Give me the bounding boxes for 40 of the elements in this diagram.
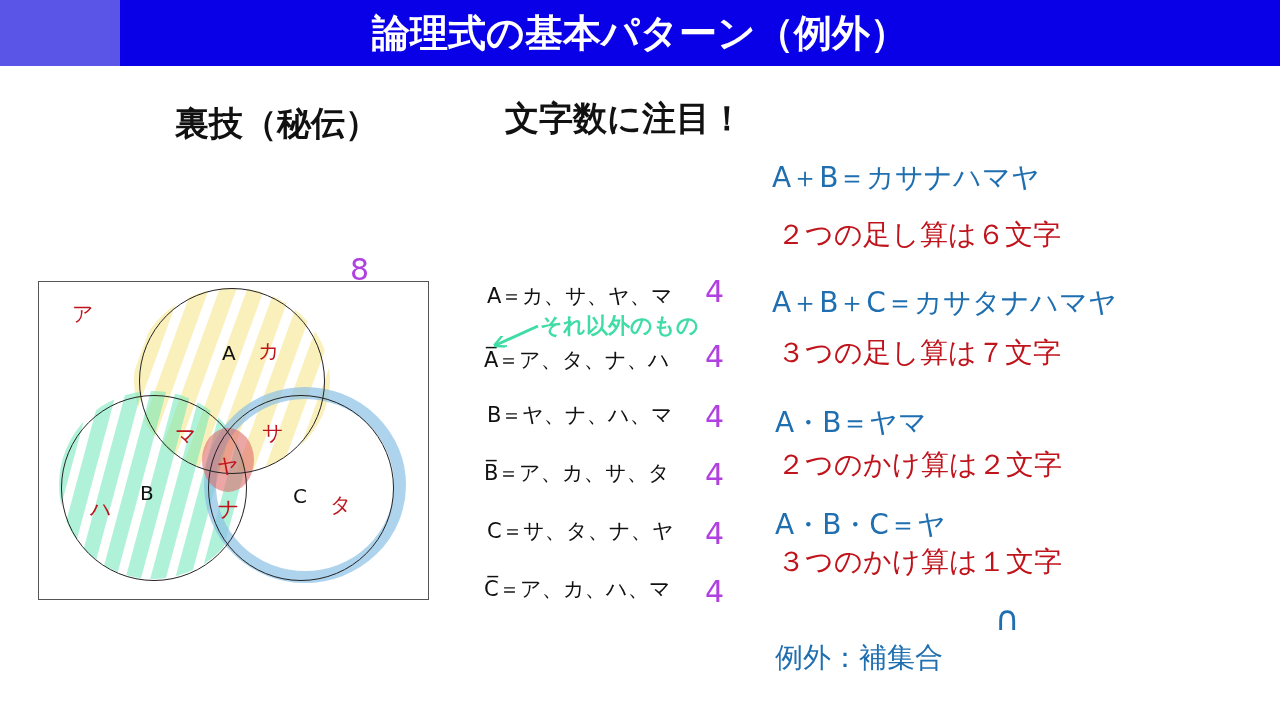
handwritten-number: 8 [350, 253, 370, 286]
set-definition: C̅＝ア、カ、ハ、マ [484, 578, 671, 602]
handwritten-number: 4 [705, 275, 725, 308]
set-definition: A＝カ、サ、ヤ、マ [487, 285, 674, 309]
region-letter: ナ [218, 498, 240, 522]
set-definition: B̅＝ア、カ、サ、タ [484, 462, 671, 486]
equation-text: A＋B＝カサナハマヤ [772, 163, 1041, 194]
count-note: ２つの足し算は６文字 [777, 220, 1061, 251]
equation-text: A・B＝ヤマ [775, 408, 928, 439]
arrow [492, 324, 539, 348]
handwritten-note: それ以外のもの [540, 311, 699, 341]
region-letter: ア [72, 303, 94, 327]
heading-text: 裏技（秘伝） [175, 105, 379, 143]
equation-text: A・B・C＝ヤ [775, 510, 946, 541]
region-letter: マ [175, 425, 197, 449]
handwritten-number: 4 [705, 575, 725, 608]
count-note: ２つのかけ算は２文字 [777, 450, 1062, 481]
count-note: ３つのかけ算は１文字 [777, 547, 1062, 578]
set-definition: C＝サ、タ、ナ、ヤ [487, 520, 674, 544]
set-name: C [293, 484, 307, 508]
equation-text: 例外：補集合 [775, 643, 943, 674]
set-definition: A̅＝ア、タ、ナ、ハ [484, 346, 671, 374]
set-name: A [222, 341, 236, 365]
region-letter: サ [262, 422, 284, 446]
set-definition: B＝ヤ、ナ、ハ、マ [487, 404, 674, 428]
heading-text: 文字数に注目！ [505, 100, 744, 138]
handwritten-number: 4 [705, 458, 725, 491]
count-note: ３つの足し算は７文字 [777, 338, 1061, 369]
equation-text: A＋B＋C＝カサタナハマヤ [772, 288, 1117, 319]
region-letter: タ [330, 494, 352, 518]
region-letter: ヤ [217, 455, 239, 479]
set-name: B [140, 481, 154, 505]
handwritten-symbol: ∩ [995, 600, 1020, 638]
region-letter: ハ [90, 498, 112, 522]
handwritten-number: 4 [705, 400, 725, 433]
region-letter: カ [258, 340, 280, 364]
slide-title: 論理式の基本パターン（例外） [372, 9, 908, 57]
handwritten-number: 4 [705, 517, 725, 550]
handwritten-number: 4 [705, 340, 725, 373]
universe-rectangle [38, 281, 429, 600]
